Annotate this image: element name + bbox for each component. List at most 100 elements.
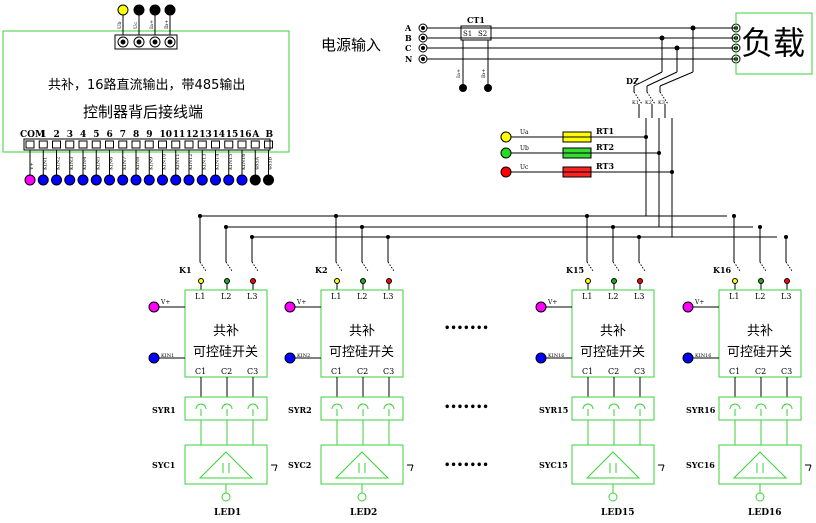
terminal-number: 14 [213, 130, 226, 140]
contactor-contact [785, 261, 793, 272]
phase-terminal-dot [585, 278, 591, 284]
bottom-terminal-label: KIN2 [56, 157, 62, 170]
c-terminal-label: C1 [195, 367, 206, 376]
voltage-terminal [500, 166, 512, 178]
reactor-box [571, 396, 655, 421]
bottom-terminal-label: KIN9 [148, 157, 154, 170]
rs485-label: B [266, 130, 274, 140]
phase-terminal-dot [224, 278, 230, 284]
reactor-coil [729, 403, 741, 410]
kin-label: KIN16 [548, 353, 564, 359]
phase-terminal-dot [386, 278, 392, 284]
phase-terminal-dot [637, 278, 643, 284]
reactor-label: SYR15 [539, 405, 568, 415]
bottom-terminal-label: KIN11 [175, 154, 181, 170]
terminal-number: 11 [173, 130, 186, 140]
kin-terminal [284, 352, 296, 364]
terminal-slot [224, 140, 234, 149]
bottom-terminal-label: KIN15 [228, 154, 234, 170]
terminal-slot [52, 140, 61, 149]
terminal-slot [264, 140, 273, 149]
junction-dot [758, 225, 762, 229]
top-terminal-dot [117, 4, 129, 16]
screw-terminal [133, 36, 145, 48]
junction-dot [611, 225, 615, 229]
bottom-terminal-dot [236, 174, 248, 186]
phase-terminal-dot [611, 278, 617, 284]
reactor-coil [634, 403, 646, 410]
voltage-terminal [500, 147, 512, 159]
c-terminal-label: C3 [247, 367, 258, 376]
switch-subtitle: 可控硅开关 [580, 345, 645, 360]
reactor-box [320, 396, 404, 421]
terminal-number: 4 [80, 130, 86, 140]
phase-terminal-dot [784, 278, 790, 284]
switch-subtitle: 可控硅开关 [329, 345, 394, 360]
ct-box [460, 25, 492, 41]
reactor-coil [755, 403, 767, 410]
terminal-number: 15 [226, 130, 239, 140]
vplus-label: V+ [547, 299, 557, 306]
terminal-number: 6 [107, 130, 113, 140]
l-terminal-label: L1 [729, 292, 739, 301]
terminal-slot [197, 140, 207, 149]
vplus-label: V+ [296, 299, 306, 306]
contactor-contact [361, 261, 369, 272]
ellipsis: ••••••• [444, 460, 489, 471]
bottom-terminal-dot [249, 174, 261, 186]
terminal-slot [78, 140, 88, 149]
c-terminal-label: C2 [755, 367, 766, 376]
reactor-coil [781, 403, 793, 410]
bottom-terminal-label: KIN12 [188, 154, 194, 170]
terminal-number: 3 [67, 130, 73, 140]
reactor-coil [383, 403, 395, 410]
switch-unit: K15L1C1L2C2L3C3共补可控硅开关V+KIN16SYR15SYC15L… [535, 214, 665, 518]
junction-dot [334, 214, 338, 218]
junction-dot [198, 214, 202, 218]
phase-terminal-core [421, 36, 425, 40]
screw-terminal [117, 36, 129, 48]
contactor-contact [199, 261, 207, 272]
junction-dot [732, 214, 736, 218]
voltage-label: Ub [520, 145, 529, 152]
contactor-label: K16 [713, 265, 732, 275]
load-label: 负载 [741, 24, 805, 62]
terminal-slot [118, 140, 128, 149]
terminal-number: 1 [40, 130, 46, 140]
reactor-coil [357, 403, 369, 410]
scr-switch-box [184, 289, 268, 378]
bottom-terminal-label: KIN6 [109, 157, 115, 170]
bottom-terminal-dot [37, 174, 49, 186]
c-terminal-label: C3 [383, 367, 394, 376]
phase-terminal-dot [758, 278, 764, 284]
c-terminal-label: C1 [582, 367, 593, 376]
load-box [735, 12, 813, 75]
led-icon [608, 492, 618, 502]
bottom-terminal-dot [183, 174, 195, 186]
ellipsis: ••••••• [444, 323, 489, 334]
contactor-contact [733, 261, 741, 272]
l-terminal-label: L1 [331, 292, 341, 301]
kin-terminal [148, 352, 160, 364]
c-terminal-label: C3 [634, 367, 645, 376]
junction-dot [250, 235, 254, 239]
led-label: LED1 [214, 508, 241, 518]
junction-dot [585, 214, 589, 218]
bottom-terminal-dot [196, 174, 208, 186]
phase-terminal-dot [198, 278, 204, 284]
controller-box [2, 30, 290, 153]
kin-label: KIN16 [695, 353, 711, 359]
contactor-label: K2 [315, 265, 328, 275]
c-terminal-label: C2 [221, 367, 232, 376]
terminal-slot [158, 140, 167, 149]
vplus-terminal [148, 301, 160, 313]
kin-terminal [535, 352, 547, 364]
junction-dot [224, 225, 228, 229]
screw-head [120, 39, 126, 45]
c-terminal-label: C1 [331, 367, 342, 376]
vplus-label: V+ [694, 299, 704, 306]
ct-s2: S2 [478, 30, 487, 38]
